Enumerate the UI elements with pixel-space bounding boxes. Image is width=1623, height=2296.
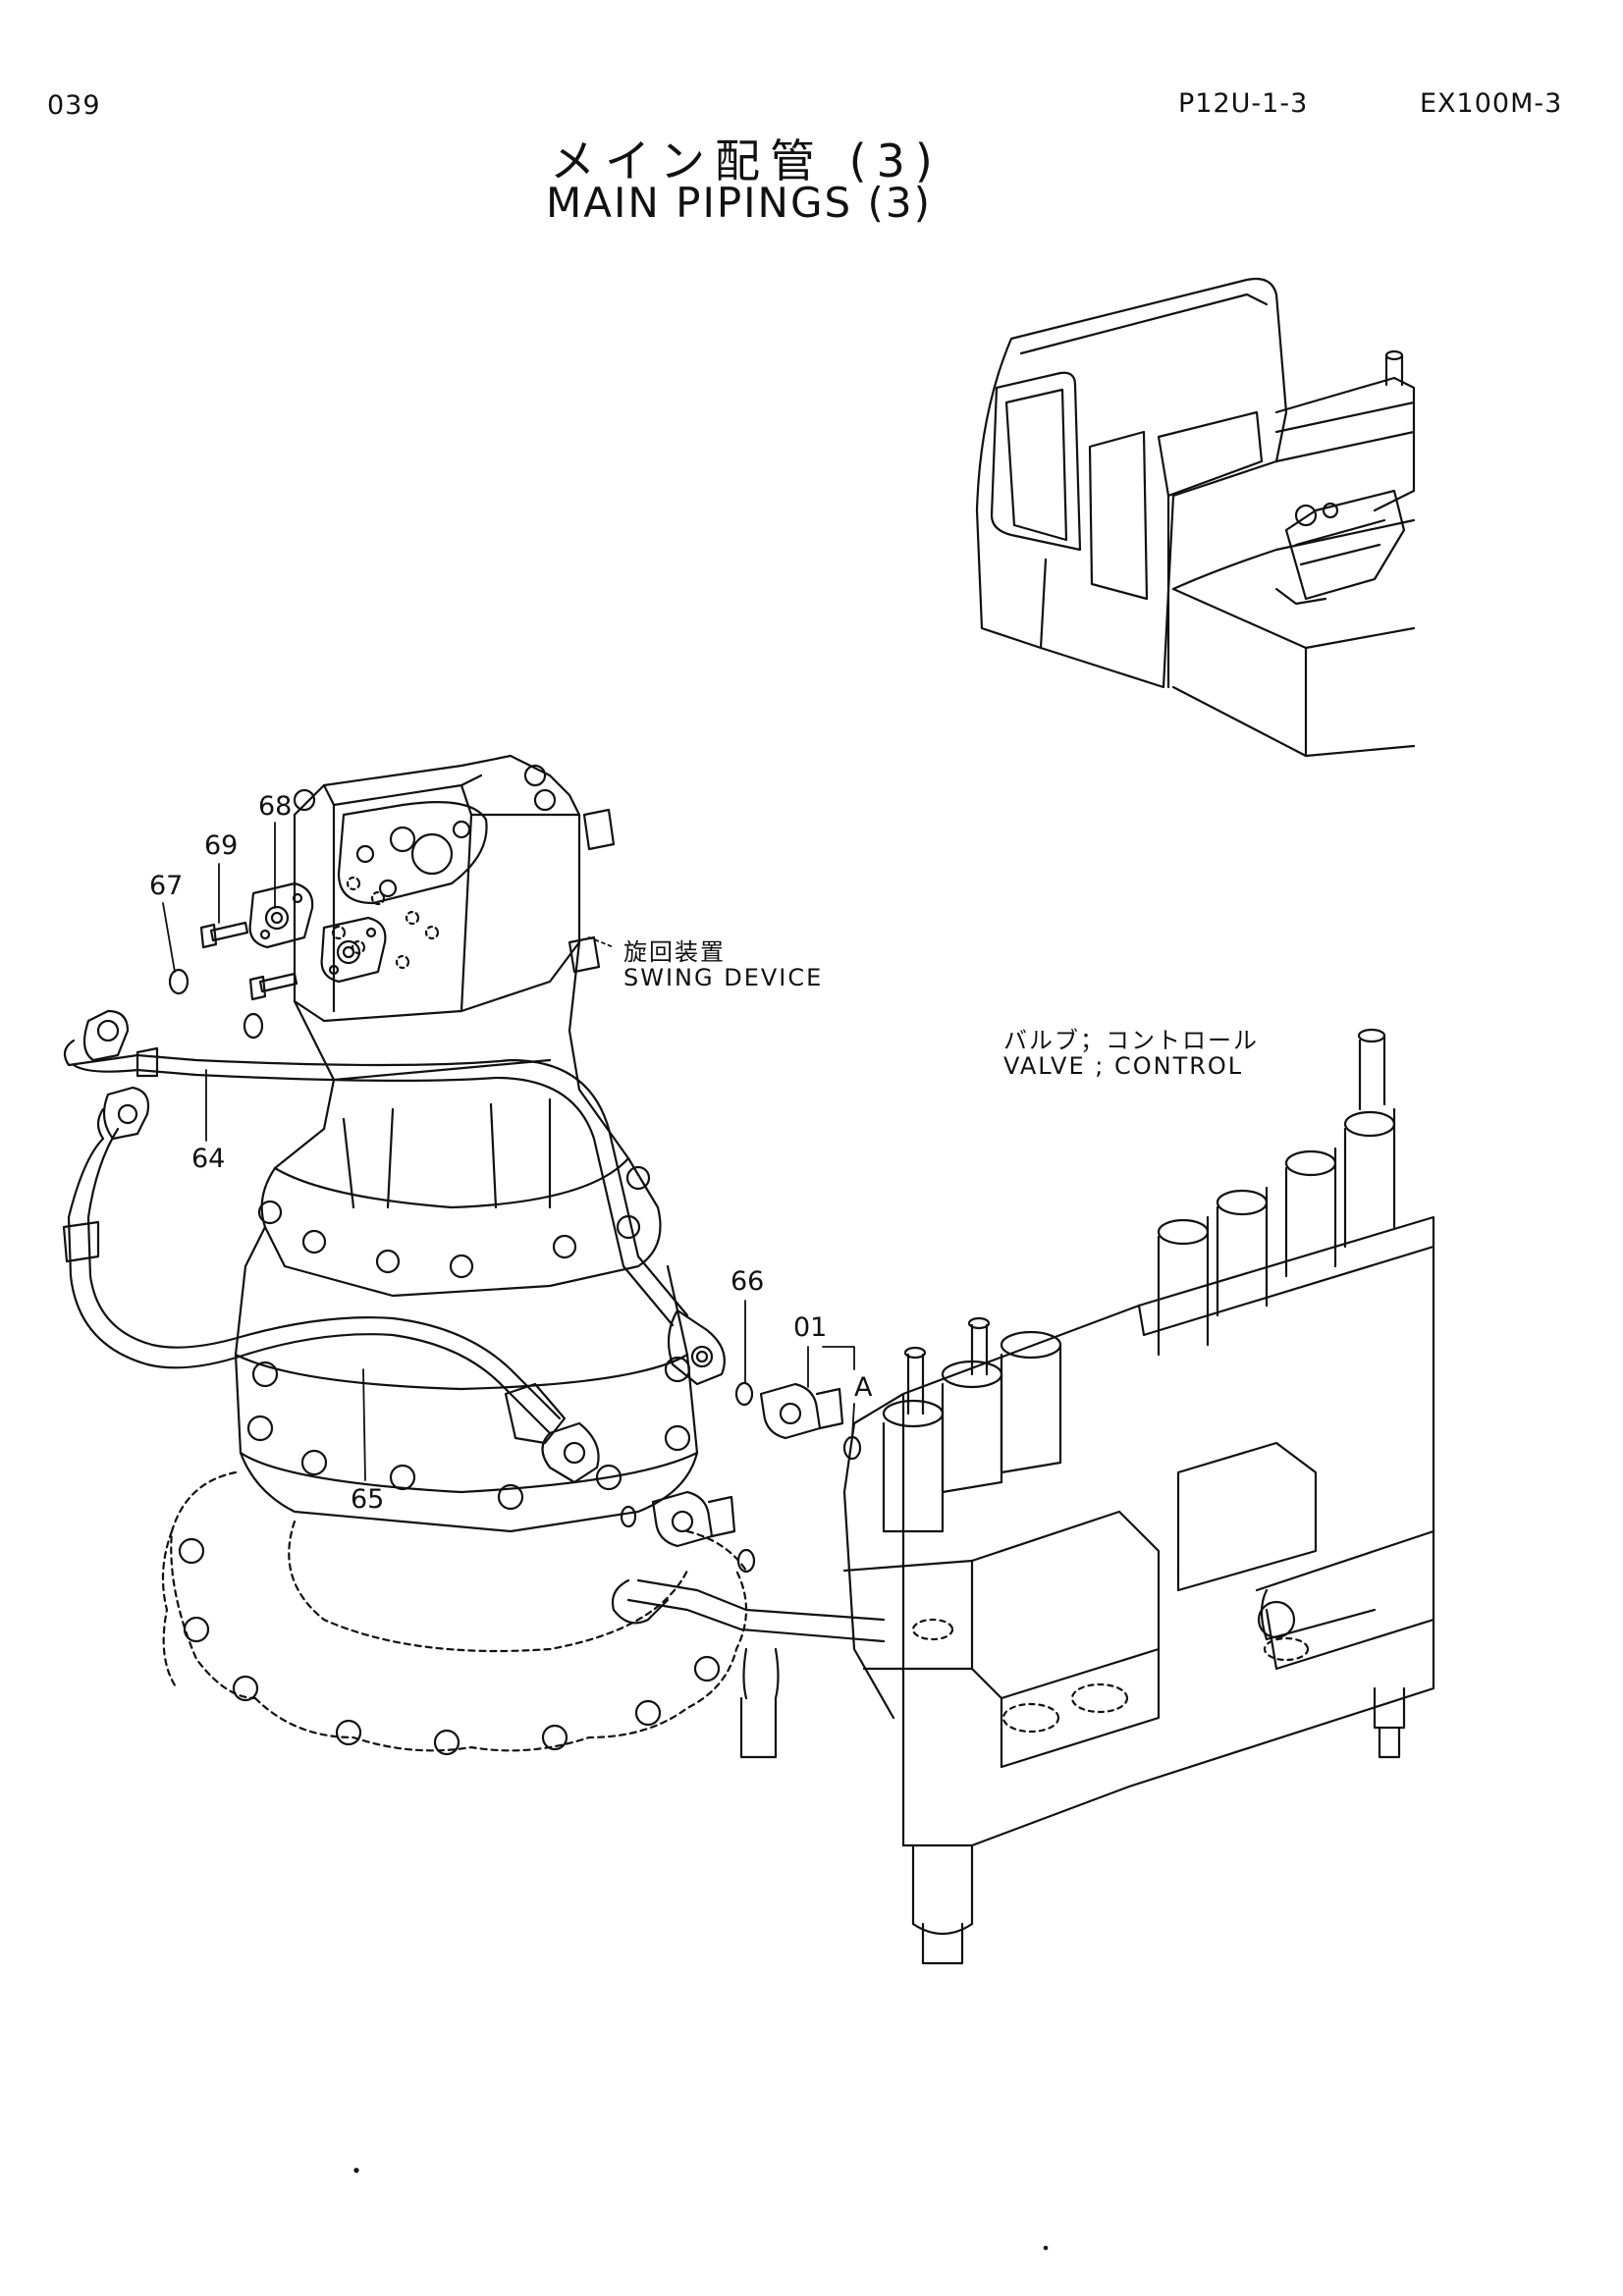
valve-control-label-jp: バルブ；コントロール (1003, 1027, 1259, 1054)
callout-66: 66 (730, 1266, 765, 1297)
excavator-overview-illustration (975, 277, 1416, 758)
title-english: MAIN PIPINGS (3) (546, 179, 933, 227)
connector-01 (651, 1382, 844, 1548)
callout-a: A (854, 1372, 873, 1403)
callout-01: 01 (793, 1312, 828, 1343)
callout-67: 67 (149, 871, 184, 901)
swing-device-illustration (161, 754, 748, 1756)
swing-device-marker (588, 936, 615, 948)
valve-control-label-en: VALVE ; CONTROL (1003, 1052, 1244, 1080)
hose-65 (62, 1086, 600, 1484)
o-ring-66 (620, 1381, 756, 1574)
bolt-69 (199, 921, 298, 1001)
o-ring-67 (168, 968, 264, 1040)
callout-65: 65 (351, 1484, 385, 1515)
swing-device-label-en: SWING DEVICE (623, 964, 824, 991)
callout-68: 68 (258, 791, 293, 822)
hose-64 (63, 1009, 726, 1386)
speck (353, 2167, 359, 2173)
figure-code: P12U-1-3 (1178, 88, 1309, 119)
speck (1043, 2245, 1049, 2251)
flange-68-assembly (248, 881, 387, 984)
swing-device-label-jp: 旋回装置 (623, 938, 726, 966)
model-number: EX100M-3 (1420, 88, 1563, 119)
title-japanese: メイン配管 (3) (550, 134, 943, 187)
leader-lines (162, 822, 855, 1481)
callout-69: 69 (204, 830, 239, 861)
page-number: 039 (47, 90, 101, 121)
callout-64: 64 (191, 1144, 226, 1174)
control-valve-illustration (611, 1028, 1435, 1965)
